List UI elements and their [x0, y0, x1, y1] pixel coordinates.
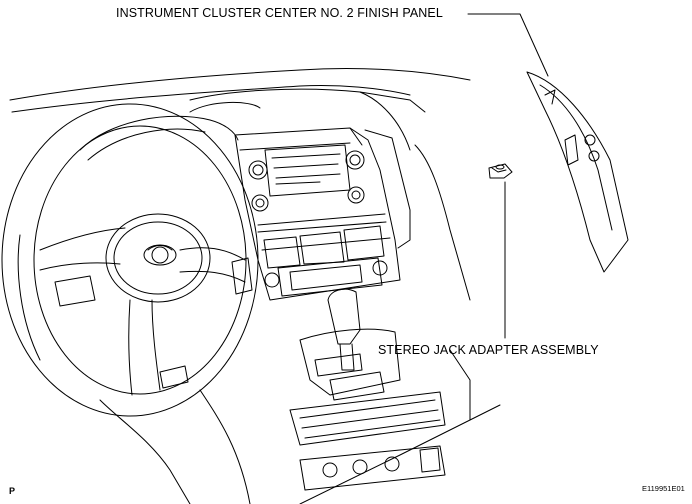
leader-lines	[467, 13, 549, 339]
lower-console	[289, 391, 446, 491]
shift-lever	[299, 288, 401, 401]
steering-wheel	[1, 103, 259, 504]
figure-code: E119951E01	[642, 484, 685, 493]
dashboard-outline	[9, 67, 501, 504]
finish-panel-part	[526, 71, 629, 273]
center-stack	[234, 127, 411, 301]
orientation-mark: P	[9, 486, 16, 496]
cluster-hood	[79, 101, 261, 161]
stereo-jack-callout: STEREO JACK ADAPTER ASSEMBLY	[378, 343, 599, 357]
stereo-jack-part	[488, 163, 513, 179]
finish-panel-callout: INSTRUMENT CLUSTER CENTER NO. 2 FINISH P…	[116, 6, 443, 20]
